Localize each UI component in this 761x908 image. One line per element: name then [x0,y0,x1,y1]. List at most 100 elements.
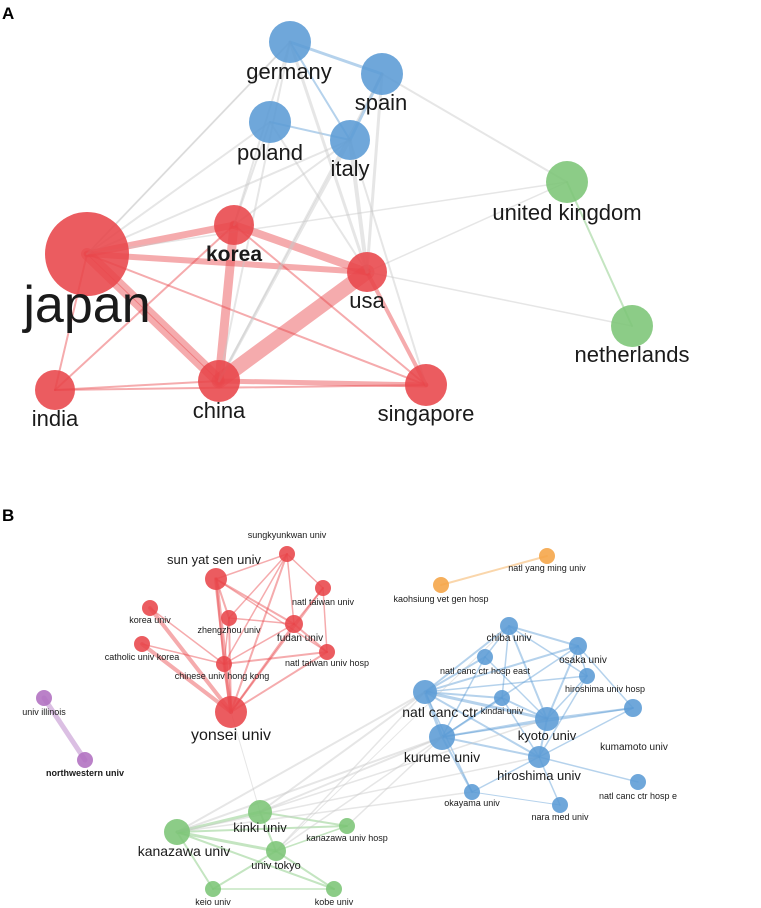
edge-sungkyunkwan-chinese-hk [223,553,288,665]
panel-b-letter: B [2,506,15,525]
node-italy[interactable] [330,120,370,160]
node-spain[interactable] [361,53,403,95]
edge-chinese-hk-natl-taiwan-hosp [223,651,328,665]
node-hiroshima-hosp[interactable] [579,668,595,684]
edge-layer [54,40,633,391]
node-chinese-hk[interactable] [216,656,232,672]
node-netherlands[interactable] [611,305,653,347]
node-layer [36,546,646,897]
label-natl-yang-ming: natl yang ming univ [508,563,586,573]
label-korea: korea [206,243,262,266]
node-kobe[interactable] [326,881,342,897]
node-korea[interactable] [214,205,254,245]
edge-spain-usa [365,72,384,274]
edge-kanazawa-okayama [176,791,473,833]
edge-hiroshima-hiroshima-hosp [538,675,588,758]
node-kanazawa[interactable] [164,819,190,845]
edge-univ-tokyo-kobe [275,850,335,890]
edge-germany-china [218,41,291,382]
node-natl-canc[interactable] [413,680,437,704]
node-okayama[interactable] [464,784,480,800]
edge-germany-japan [86,41,291,255]
node-singapore[interactable] [405,364,447,406]
node-zhengzhou[interactable] [221,610,237,626]
label-kanazawa-hosp: kanazawa univ hosp [306,833,388,843]
edge-united-kingdom-netherlands [566,181,633,327]
node-usa[interactable] [347,252,387,292]
edge-kanazawa-hiroshima [176,756,540,833]
label-natl-canc: natl canc ctr [402,704,478,720]
edge-hiroshima-kumamoto [538,707,634,758]
node-sun-yat-sen[interactable] [205,568,227,590]
edge-germany-usa [288,40,369,274]
node-univ-tokyo[interactable] [266,841,286,861]
edge-osaka-kurume [441,645,579,738]
node-natl-canc-hosp-e[interactable] [630,774,646,790]
node-natl-taiwan-hosp[interactable] [319,644,335,660]
label-spain: spain [355,90,408,115]
edge-natl-canc-hiroshima-hosp [424,675,588,693]
edge-univ-tokyo-kurume [275,736,443,852]
node-kyoto[interactable] [535,707,559,731]
label-india: india [32,406,79,431]
node-poland[interactable] [249,101,291,143]
node-korea-univ[interactable] [142,600,158,616]
node-japan[interactable] [45,212,129,296]
node-natl-yang-ming[interactable] [539,548,555,564]
edge-hiroshima-okayama [471,756,540,793]
node-india[interactable] [35,370,75,410]
node-kaohsiung[interactable] [433,577,449,593]
node-natl-taiwan[interactable] [315,580,331,596]
label-natl-taiwan: natl taiwan univ [292,597,355,607]
node-kumamoto[interactable] [624,699,642,717]
edge-univ-tokyo-keio [212,850,277,890]
edge-kinki-yonsei [230,711,261,813]
node-nara[interactable] [552,797,568,813]
node-fudan[interactable] [285,615,303,633]
edge-yonsei-natl-taiwan [230,587,324,713]
node-kindai[interactable] [494,690,510,706]
node-sungkyunkwan[interactable] [279,546,295,562]
edge-kanazawa-kobe [176,831,335,890]
label-univ-illinois: univ illinois [22,707,66,717]
node-northwestern[interactable] [77,752,93,768]
node-hiroshima[interactable] [528,746,550,768]
edge-united-kingdom-japan [86,181,568,255]
edge-natl-canc-kindai [424,691,503,699]
node-kinki[interactable] [248,800,272,824]
node-keio[interactable] [205,881,221,897]
node-catholic-korea[interactable] [134,636,150,652]
edge-kanazawa-kanazawa-hosp [176,825,348,833]
node-united-kingdom[interactable] [546,161,588,203]
edge-china-singapore [216,378,429,388]
node-yonsei[interactable] [215,696,247,728]
node-natl-canc-east[interactable] [477,649,493,665]
edge-univ-tokyo-chiba [275,625,510,852]
label-kaohsiung: kaohsiung vet gen hosp [393,594,488,604]
edge-sun-yat-sen-chinese-hk [215,578,225,665]
edge-chiba-osaka [508,625,579,647]
label-chiba: chiba univ [486,633,531,644]
edge-hiroshima-natl-canc-hosp-e [538,756,639,783]
node-chiba[interactable] [500,617,518,635]
edge-sungkyunkwan-zhengzhou [228,553,288,619]
panel-a-letter: A [2,4,15,23]
edge-yonsei-fudan [230,623,295,713]
node-germany[interactable] [269,21,311,63]
node-china[interactable] [198,360,240,402]
node-osaka[interactable] [569,637,587,655]
label-china: china [193,398,246,423]
label-japan: japan [21,276,150,334]
node-univ-illinois[interactable] [36,690,52,706]
edge-yonsei-natl-taiwan-hosp [230,651,328,713]
label-hiroshima: hiroshima univ [497,768,581,783]
edge-chiba-kyoto [508,625,548,720]
node-kurume[interactable] [429,724,455,750]
node-kanazawa-hosp[interactable] [339,818,355,834]
edge-osaka-kumamoto [577,645,634,709]
edge-kinki-kyoto [259,718,548,813]
edge-kanazawa-kurume [176,736,443,833]
edge-india-korea [54,224,235,391]
